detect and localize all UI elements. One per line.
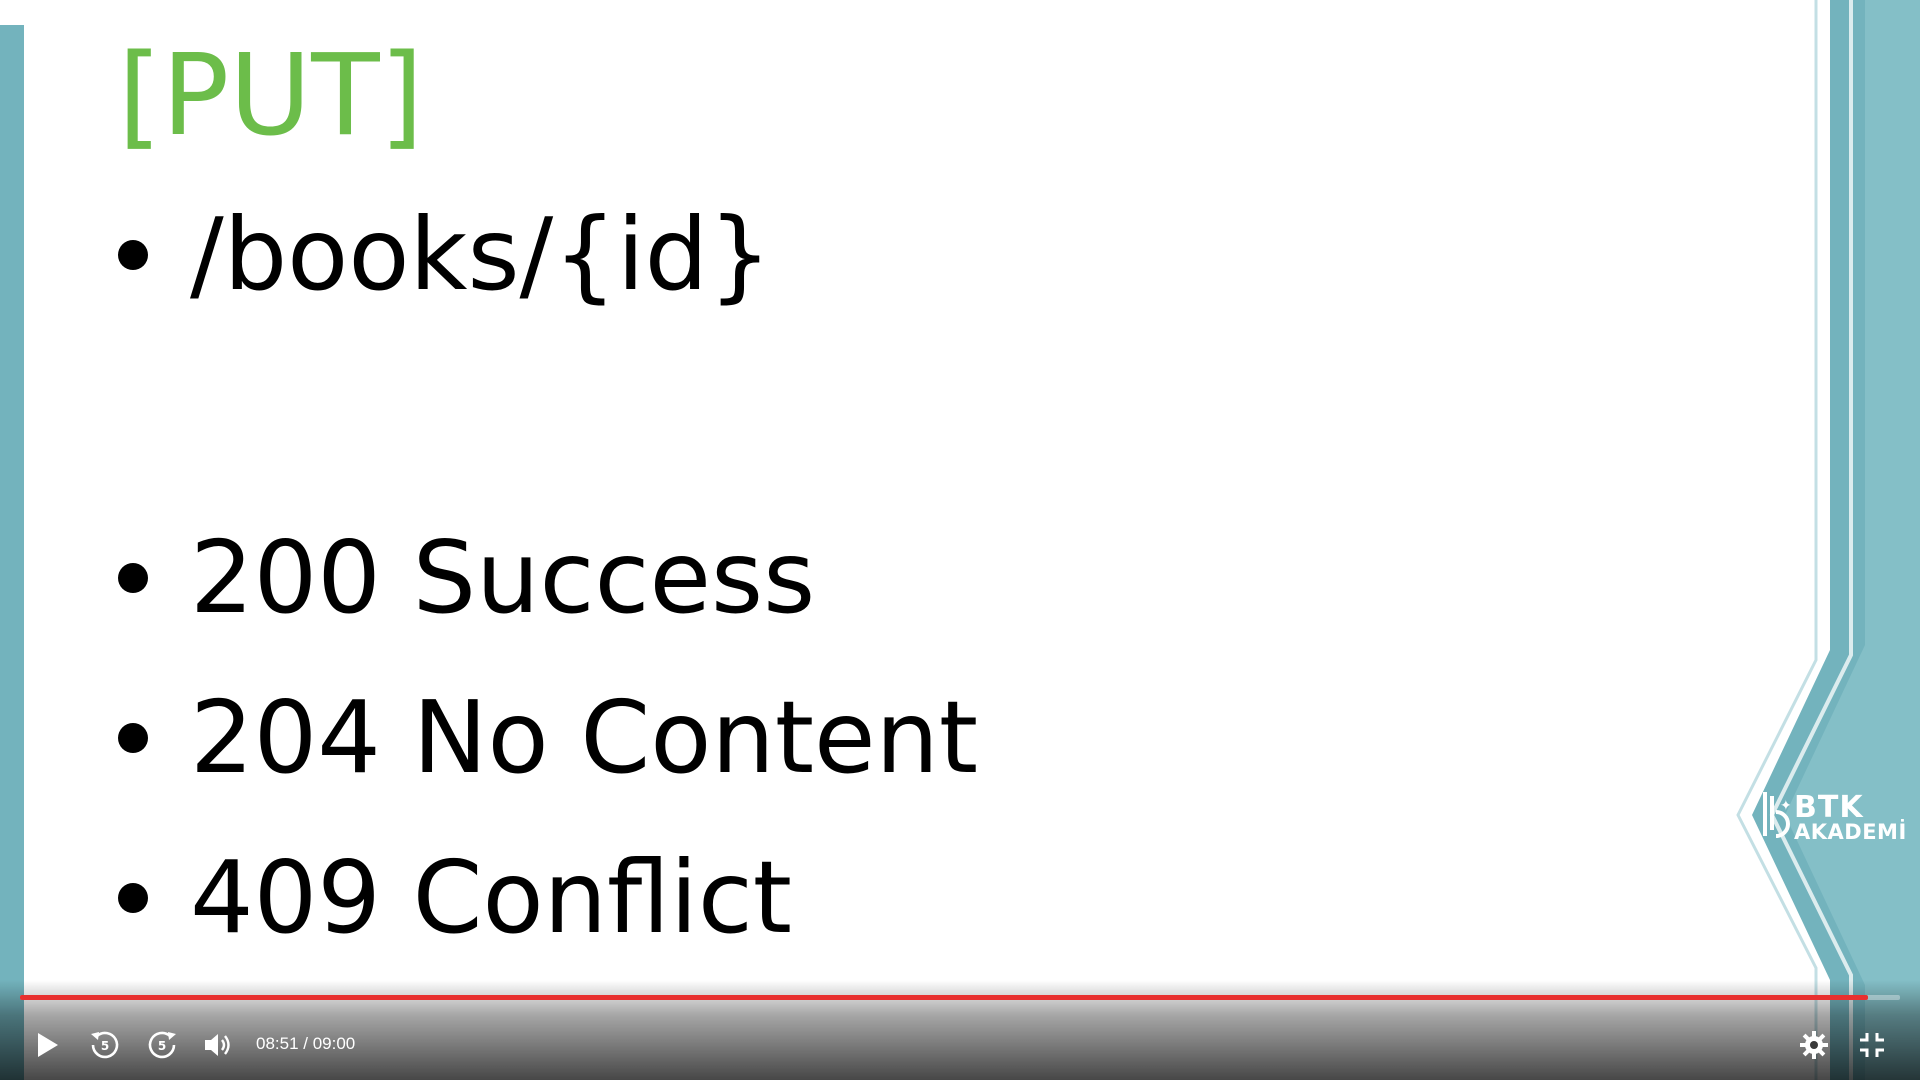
slide-side-decoration: [1736, 0, 1920, 1080]
status-code-text: 204 No Content: [190, 679, 979, 796]
forward-5-button[interactable]: 5: [142, 1025, 182, 1065]
slide-title: [PUT]: [118, 31, 424, 161]
bullet-status-200: 200 Success: [118, 528, 815, 628]
bullet-status-204: 204 No Content: [118, 688, 978, 788]
exit-fullscreen-button[interactable]: [1852, 1025, 1892, 1065]
svg-text:5: 5: [101, 1039, 109, 1053]
gear-icon: [1800, 1031, 1828, 1059]
btk-akademi-logo: ✦ BTK AKADEMİ: [1760, 790, 1906, 850]
play-icon: [38, 1033, 58, 1057]
left-accent-bar: [0, 25, 24, 1080]
svg-text:5: 5: [158, 1039, 166, 1053]
volume-button[interactable]: [198, 1025, 238, 1065]
bullet-dot: [118, 883, 148, 913]
logo-text-akademi: AKADEMİ: [1794, 820, 1907, 844]
progress-bar-fill: [20, 995, 1869, 1000]
progress-bar[interactable]: [20, 995, 1900, 1000]
logo-mark-icon: ✦: [1763, 792, 1790, 838]
player-controls-bar: 5 5 08:51 / 09:00: [0, 980, 1920, 1080]
bullet-dot: [118, 563, 148, 593]
status-code-text: 200 Success: [190, 519, 816, 636]
bullet-dot: [118, 240, 148, 270]
bullet-dot: [118, 723, 148, 753]
volume-icon: [205, 1034, 230, 1056]
settings-button[interactable]: [1794, 1025, 1834, 1065]
bullet-endpoint: /books/{id}: [118, 205, 772, 305]
forward-5-icon: 5: [148, 1031, 176, 1059]
logo-text-btk: BTK: [1794, 790, 1864, 825]
time-display: 08:51 / 09:00: [256, 1034, 356, 1053]
status-code-text: 409 Conflict: [190, 839, 793, 956]
rewind-5-button[interactable]: 5: [85, 1025, 125, 1065]
bullet-status-409: 409 Conflict: [118, 848, 792, 948]
exit-fullscreen-icon: [1860, 1033, 1884, 1057]
endpoint-text: /books/{id}: [190, 196, 772, 313]
rewind-5-icon: 5: [91, 1031, 119, 1059]
play-button[interactable]: [27, 1025, 67, 1065]
svg-text:✦: ✦: [1780, 798, 1790, 814]
